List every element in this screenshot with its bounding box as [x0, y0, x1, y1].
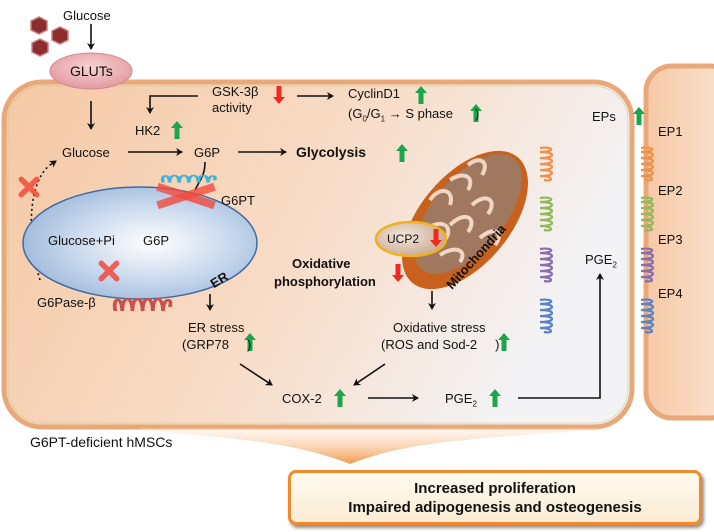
- label-glucose-outside: Glucose: [63, 8, 111, 23]
- label-g6pase: G6Pase-β: [37, 295, 96, 310]
- pge-ext-sub: 2: [612, 260, 617, 270]
- label-cyclin-d1: CyclinD1: [348, 86, 401, 101]
- cc-mid: /G: [366, 106, 381, 121]
- ros-text: (ROS and Sod-2: [381, 337, 478, 352]
- eps-up-arrow-icon: [633, 107, 645, 125]
- pge-ext-text: PGE: [585, 252, 613, 267]
- cc-close: ): [475, 106, 480, 121]
- label-oxphos-1: Oxidative: [292, 256, 351, 271]
- label-oxidative-stress: Oxidative stress: [393, 320, 486, 335]
- gluts-transporter: [49, 52, 133, 90]
- cc-g1: 1: [380, 114, 386, 124]
- label-ep2: EP2: [658, 183, 683, 198]
- label-pge2-extracellular: PGE2: [585, 252, 617, 273]
- grp78-text: (GRP78: [182, 337, 229, 352]
- label-ros-sod2: (ROS and Sod-2): [381, 337, 499, 352]
- label-g6p-er: G6P: [143, 233, 170, 248]
- label-er-stress: ER stress: [188, 320, 245, 335]
- label-glycolysis: Glycolysis: [296, 144, 367, 160]
- label-oxphos-2: phosphorylation: [274, 274, 376, 289]
- pathway-arrows: [87, 24, 604, 402]
- label-gsk-activity: activity: [212, 100, 252, 115]
- dotted-glucose-export: [30, 164, 51, 281]
- cc-pre: (G: [348, 106, 363, 121]
- label-glucose-inside: Glucose: [62, 145, 110, 160]
- outcome-line-1: Increased proliferation: [414, 479, 576, 497]
- pge-text: PGE: [445, 391, 473, 406]
- cc-g0: 0: [362, 114, 367, 124]
- label-cell-cycle: (G0/G1 → S phase): [348, 106, 479, 127]
- label-ep3: EP3: [658, 232, 683, 247]
- cc-post: → S phase: [385, 106, 454, 121]
- label-ucp2: UCP2: [387, 232, 420, 246]
- label-glucose-pi: Glucose+Pi: [48, 233, 115, 248]
- label-pge2: PGE2: [445, 391, 477, 412]
- label-cell-name: G6PT-deficient hMSCs: [30, 434, 173, 450]
- label-eps: EPs: [592, 109, 616, 124]
- outcome-line-2: Impaired adipogenesis and osteogenesis: [348, 498, 642, 516]
- ros-close: ): [495, 337, 500, 352]
- label-gsk: GSK-3β: [212, 84, 259, 99]
- label-gluts: GLUTs: [70, 63, 113, 79]
- g6pt-block-x-icon: [156, 182, 216, 210]
- grp78-close: ): [246, 337, 252, 352]
- glucose-molecules-icon: [30, 16, 69, 57]
- label-grp78: (GRP78): [182, 337, 251, 352]
- label-ep1: EP1: [658, 124, 683, 139]
- label-g6p: G6P: [194, 145, 221, 160]
- pge-sub: 2: [472, 399, 477, 409]
- neighbor-cell: [643, 63, 714, 421]
- label-cox2: COX-2: [282, 391, 322, 406]
- outcome-funnel-arrow: [140, 428, 600, 464]
- label-hk2: HK2: [135, 123, 161, 138]
- label-g6pt: G6PT: [221, 193, 255, 208]
- outcome-box: Increased proliferation Impaired adipoge…: [288, 470, 702, 525]
- label-ep4: EP4: [658, 286, 683, 301]
- ucp2-protein: [374, 220, 448, 258]
